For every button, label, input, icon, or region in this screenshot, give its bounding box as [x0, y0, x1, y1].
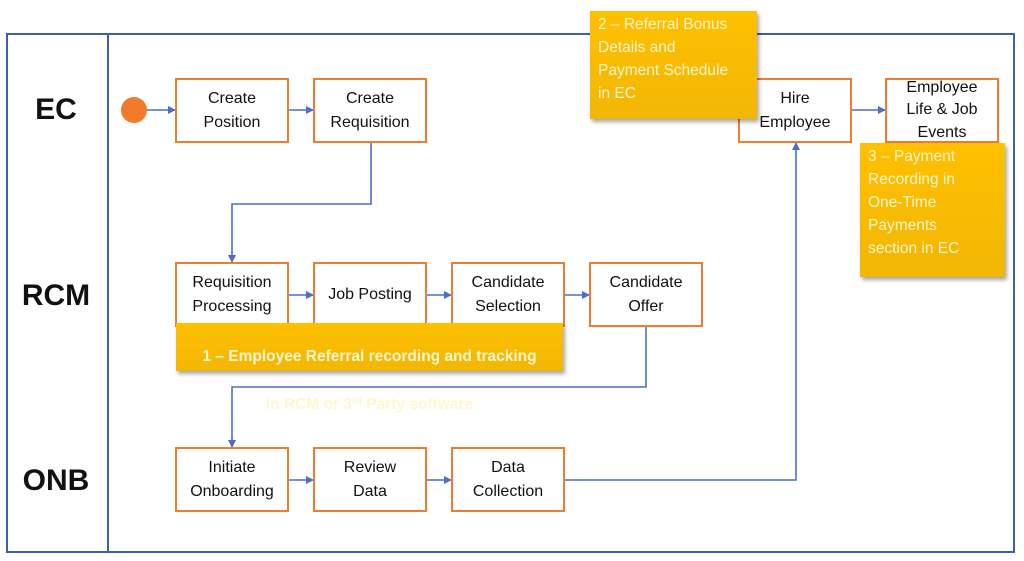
- arrow-collection-to-hire: [565, 142, 800, 481]
- step-create-requisition: Create Requisition: [313, 78, 427, 143]
- lane-label-rcm: RCM: [21, 279, 91, 312]
- step-employee-life-job-events: Employee Life & Job Events: [885, 78, 999, 143]
- lane-label-onb: ONB: [22, 464, 90, 497]
- step-data-collection: Data Collection: [451, 447, 565, 512]
- swimlane-frame: [6, 33, 1015, 553]
- note-payment-recording: 3 – Payment Recording in One-Time Paymen…: [860, 143, 1005, 277]
- note-referral-tracking-line2-post: Party software: [361, 396, 474, 414]
- note-referral-tracking-line1: 1 – Employee Referral recording and trac…: [202, 348, 537, 365]
- lane-label-divider: [107, 33, 109, 553]
- arrow-requisition-to-processing: [228, 143, 372, 263]
- step-review-data: Review Data: [313, 447, 427, 512]
- step-create-position: Create Position: [175, 78, 289, 143]
- note-referral-tracking: 1 – Employee Referral recording and trac…: [176, 323, 563, 413]
- note-referral-tracking-line2-pre: in RCM or 3: [265, 396, 352, 414]
- step-hire-employee: Hire Employee: [738, 78, 852, 143]
- note-referral-tracking-sup: rd: [351, 395, 362, 406]
- arrow-offer-to-onboarding: [228, 327, 647, 448]
- step-initiate-onboarding: Initiate Onboarding: [175, 447, 289, 512]
- step-candidate-offer: Candidate Offer: [589, 262, 703, 327]
- lane-label-ec: EC: [35, 93, 77, 126]
- step-job-posting: Job Posting: [313, 262, 427, 327]
- start-node: [121, 97, 147, 123]
- step-candidate-selection: Candidate Selection: [451, 262, 565, 327]
- step-requisition-processing: Requisition Processing: [175, 262, 289, 327]
- note-referral-bonus: 2 – Referral Bonus Details and Payment S…: [590, 11, 757, 119]
- note-referral-tracking-line2: in RCM or 3rd Party software: [182, 390, 557, 416]
